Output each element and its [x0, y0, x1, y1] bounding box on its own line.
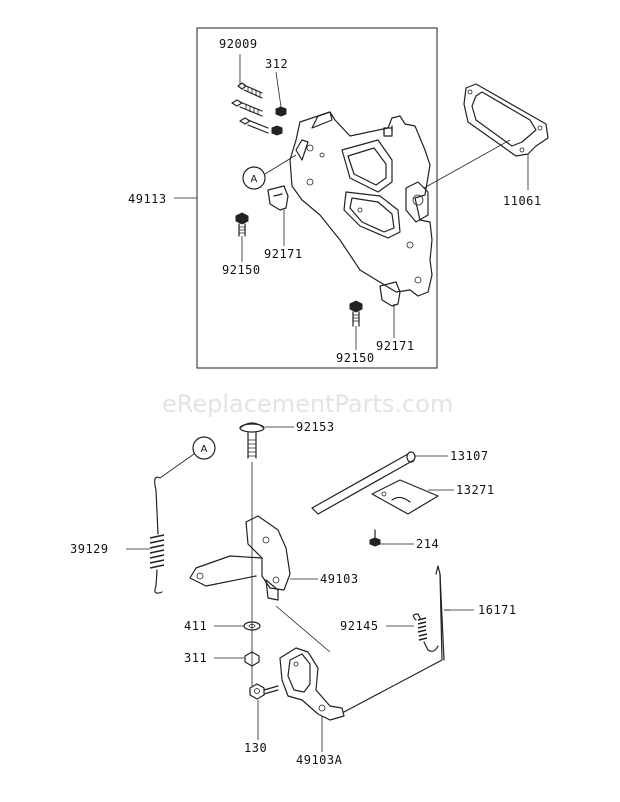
label-11061: 11061 [503, 194, 542, 208]
bolt-92009-lower [231, 99, 263, 117]
nut-312-b [271, 125, 283, 136]
label-214: 214 [416, 537, 439, 551]
callout-a-top: A [251, 174, 258, 185]
callout-a-top-circle [242, 166, 266, 190]
clip-92171-upper [267, 185, 289, 211]
label-411: 411 [184, 619, 207, 633]
bolt-92150-lower [349, 300, 363, 327]
spring-39129 [149, 476, 165, 594]
label-49113: 49113 [128, 192, 167, 206]
label-13271: 13271 [456, 483, 495, 497]
label-39129: 39129 [70, 542, 109, 556]
label-92171-upper: 92171 [264, 247, 303, 261]
label-49103a: 49103A [296, 753, 343, 767]
assembly-frame [196, 27, 438, 369]
screw-214 [369, 529, 381, 547]
bolt-92009-third [239, 117, 269, 134]
label-16171: 16171 [478, 603, 517, 617]
carriage-bolt-92153 [239, 422, 265, 459]
control-panel-bracket [289, 111, 433, 297]
rod-16171 [343, 565, 445, 713]
label-130: 130 [244, 741, 267, 755]
bolt-92150-upper [235, 212, 249, 237]
lever-49103 [189, 515, 291, 601]
label-92153: 92153 [296, 420, 335, 434]
clip-92171-lower [379, 281, 401, 307]
watermark: eReplacementParts.com [162, 390, 453, 418]
nut-312-a [275, 106, 287, 117]
callout-a-bottom: A [201, 444, 208, 455]
plate-13271 [371, 479, 439, 515]
label-92171-lower: 92171 [376, 339, 415, 353]
label-92150-lower: 92150 [336, 351, 375, 365]
spring-92145 [412, 613, 439, 652]
label-92009: 92009 [219, 37, 258, 51]
label-311: 311 [184, 651, 207, 665]
label-13107: 13107 [450, 449, 489, 463]
label-92145: 92145 [340, 619, 379, 633]
rod-13107 [311, 451, 416, 515]
label-92150-upper: 92150 [222, 263, 261, 277]
bolt-130 [249, 683, 279, 700]
bolt-92009-upper [237, 82, 263, 99]
label-49103: 49103 [320, 572, 359, 586]
callout-a-bottom-circle [192, 436, 216, 460]
gasket-11061 [463, 83, 549, 157]
lever-49103a [279, 647, 345, 721]
label-312: 312 [265, 57, 288, 71]
